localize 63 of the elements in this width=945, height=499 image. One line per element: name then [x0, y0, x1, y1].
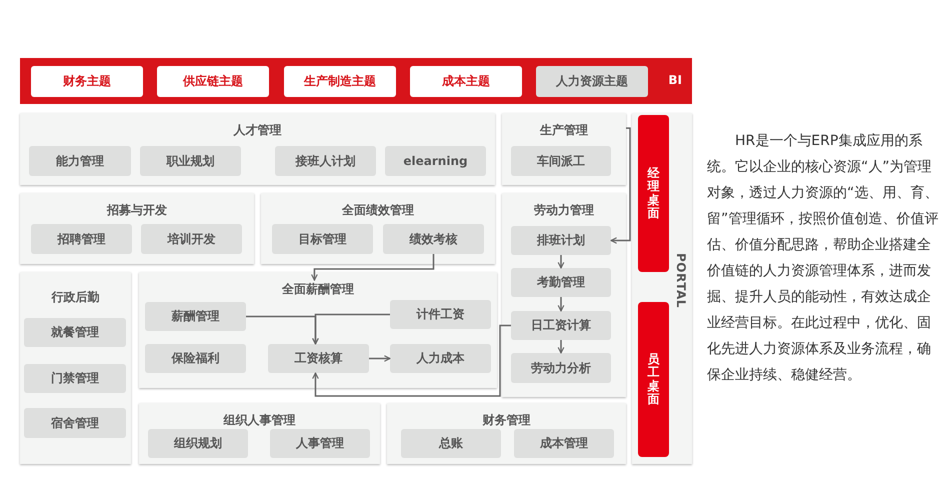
arrow — [311, 254, 434, 281]
module-heading: 人才管理 — [232, 122, 282, 139]
function-box: 职业规划 — [140, 146, 241, 176]
arrow — [558, 297, 564, 312]
arrow — [312, 314, 390, 345]
function-box: elearning — [385, 146, 486, 176]
function-box: 排班计划 — [511, 226, 611, 255]
arrow — [558, 255, 564, 269]
module-panel — [387, 403, 626, 464]
arrow — [558, 340, 564, 354]
module-panel — [20, 113, 495, 185]
module-heading: 全面绩效管理 — [341, 202, 415, 219]
function-box: 能力管理 — [29, 146, 131, 176]
function-box: 车间派工 — [511, 146, 611, 176]
module-heading: 组织人事管理 — [222, 412, 296, 429]
arrow — [369, 355, 391, 362]
module-panel — [502, 193, 626, 397]
module-heading: 招募与开发 — [106, 202, 168, 219]
module-panel — [20, 272, 131, 464]
function-box: 考勤管理 — [511, 268, 611, 297]
function-box: 计件工资 — [390, 300, 491, 329]
function-box: 招聘管理 — [31, 224, 132, 254]
theme-button: 生产制造主题 — [284, 66, 396, 97]
module-panel — [261, 193, 495, 264]
description-paragraph: HR是一个与ERP集成应用的系统。它以企业的核心资源“人”为管理对象，透过人力资源的“选、用、育、留”管理循环，按照价值创造、价值评估、价值分配思路，帮助企业搭建全价值链的人力资源管理体系，进而发掘、提升人员的能动性，有效达成企业经营目标。在此过程中，优化、固化先进人力资源体系及业务流程，确保企业持续、稳健经营。 — [707, 132, 940, 385]
module-heading: 行政后勤 — [50, 289, 100, 306]
module-heading: 全面薪酬管理 — [281, 281, 355, 298]
module-heading: 生产管理 — [538, 122, 589, 139]
arrow — [610, 127, 631, 244]
function-box: 工资核算 — [268, 344, 369, 373]
function-box: 就餐管理 — [24, 318, 126, 347]
arrow — [312, 324, 511, 397]
module-heading: 劳动力管理 — [533, 202, 595, 219]
portal-panel — [632, 113, 692, 464]
function-box: 日工资计算 — [511, 311, 611, 340]
function-box: 保险福利 — [145, 344, 246, 373]
theme-button: 人力资源主题 — [536, 66, 648, 97]
desktop-tab: 经理桌面 — [638, 115, 669, 272]
function-box: 培训开发 — [141, 224, 242, 254]
desktop-tab: 员工桌面 — [638, 302, 669, 457]
portal-label: PORTAL — [674, 253, 688, 308]
function-box: 宿舍管理 — [24, 408, 126, 438]
theme-bar — [20, 58, 692, 104]
function-box: 门禁管理 — [24, 364, 126, 393]
function-box: 人事管理 — [270, 429, 370, 458]
function-box: 劳动力分析 — [511, 353, 611, 383]
module-heading: 财务管理 — [482, 412, 532, 429]
module-panel — [20, 193, 254, 264]
function-box: 绩效考核 — [383, 224, 484, 254]
theme-button: 成本主题 — [410, 66, 522, 97]
module-panel — [139, 272, 497, 388]
function-box: 成本管理 — [514, 429, 614, 458]
function-box: 接班人计划 — [275, 146, 376, 176]
module-panel — [502, 113, 626, 185]
function-box: 人力成本 — [390, 344, 491, 373]
function-box: 薪酬管理 — [145, 302, 246, 331]
bi-label: BI — [668, 73, 682, 87]
theme-button: 财务主题 — [31, 66, 143, 97]
function-box: 目标管理 — [272, 224, 373, 254]
theme-button: 供应链主题 — [157, 66, 269, 97]
function-box: 总账 — [401, 429, 501, 458]
module-panel — [139, 403, 380, 464]
function-box: 组织规划 — [148, 429, 248, 458]
